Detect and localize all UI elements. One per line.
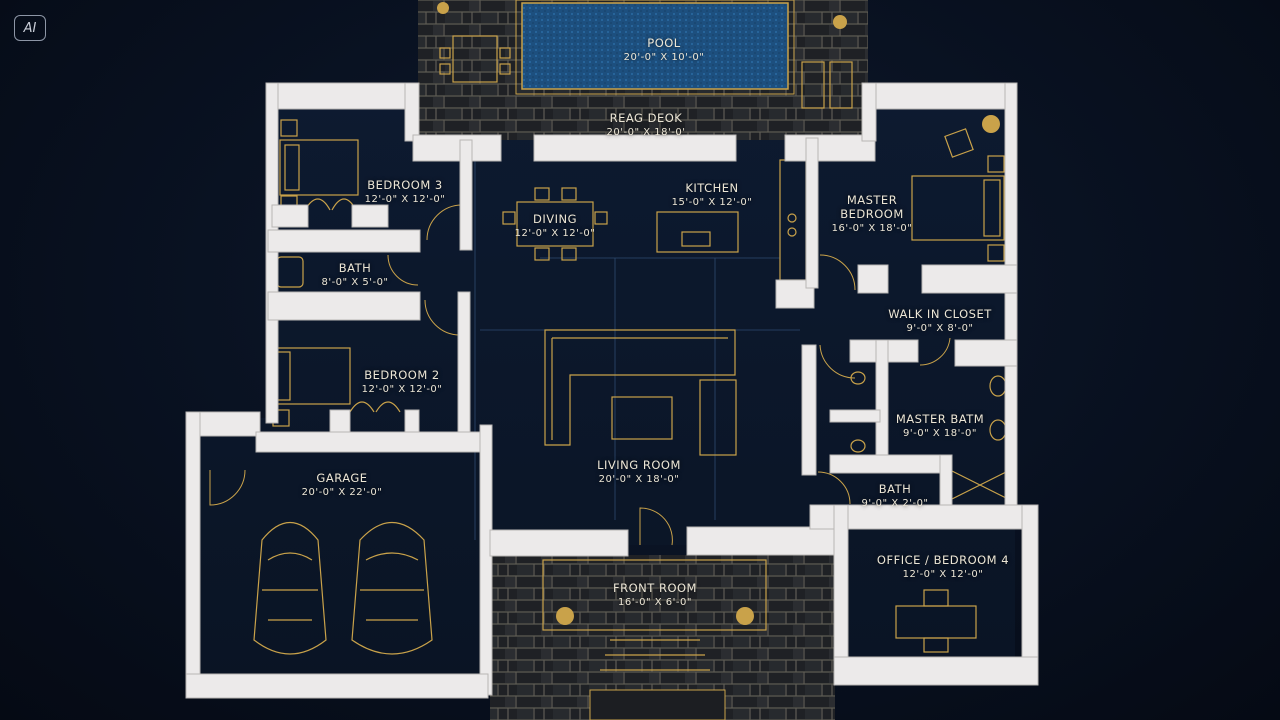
room-name: MASTER BEDROOM — [840, 193, 904, 221]
room-label-front: FRONT ROOM 16'-0" X 6'-0" — [595, 581, 715, 608]
room-dims: 8'-0" X 5'-0" — [321, 277, 389, 288]
entry-path — [589, 689, 726, 720]
room-name: BEDROOM 2 — [364, 368, 440, 382]
room-dims: 9'-0" X 8'-0" — [906, 323, 974, 334]
closet-doors-bedroom2 — [349, 401, 401, 413]
entry-steps — [600, 639, 710, 671]
ai-badge: AI — [14, 15, 46, 41]
room-label-bedroom3: BEDROOM 3 12'-0" X 12'-0" — [345, 178, 465, 205]
plant-icon — [736, 607, 754, 625]
room-label-living: LIVING ROOM 20'-0" X 18'-0" — [579, 458, 699, 485]
front-room-rug — [542, 559, 767, 631]
plant-icon — [437, 2, 449, 14]
room-label-pool: POOL 20'-0" X 10'-0" — [600, 36, 728, 63]
walls — [185, 82, 1039, 699]
room-name: GARAGE — [316, 471, 368, 485]
office-desk — [895, 589, 977, 653]
room-name: OFFICE / BEDROOM 4 — [876, 553, 1010, 567]
dining-table — [502, 187, 608, 261]
blueprint-guides — [474, 150, 800, 540]
room-name: REAG DEOK — [609, 111, 683, 125]
room-dims: 16'-0" X 18'-0" — [831, 223, 913, 234]
lounge-chairs — [801, 61, 853, 109]
room-label-bedroom2: BEDROOM 2 12'-0" X 12'-0" — [342, 368, 462, 395]
room-dims: 16'-0" X 6'-0" — [618, 597, 692, 608]
room-dims: 20'-0" X 18'-0" — [598, 474, 680, 485]
plant-icon — [556, 607, 574, 625]
room-name: POOL — [647, 36, 681, 50]
room-dims: 15'-0" X 12'-0" — [671, 197, 753, 208]
patio-table — [439, 35, 511, 83]
car-right — [351, 521, 433, 655]
pool-water — [521, 2, 789, 90]
room-label-bath1: BATH 8'-0" X 5'-0" — [310, 261, 400, 288]
room-dims: 12'-0" X 12'-0" — [364, 194, 446, 205]
room-name: WALK IN CLOSET — [888, 307, 992, 321]
room-label-closet: WALK IN CLOSET 9'-0" X 8'-0" — [880, 307, 1000, 334]
room-dims: 12'-0" X 12'-0" — [514, 228, 596, 239]
door-swings — [209, 204, 951, 546]
car-left — [253, 522, 327, 655]
room-name: LIVING ROOM — [597, 458, 681, 472]
room-label-deck: REAG DEOK 20'-0" X 18'-0' — [580, 111, 712, 138]
room-dims: 12'-0" X 12'-0" — [361, 384, 443, 395]
room-label-bath2: BATH 9'-0" X 2'-0" — [852, 482, 938, 509]
room-dims: 9'-0" X 18'-0" — [903, 428, 977, 439]
room-dims: 20'-0" X 10'-0" — [623, 52, 705, 63]
room-label-kitchen: KITCHEN 15'-0" X 12'-0" — [652, 181, 772, 208]
sectional-sofa — [544, 329, 737, 456]
bed-master — [911, 128, 1005, 262]
room-label-master: MASTER BEDROOM 16'-0" X 18'-0" — [828, 193, 916, 234]
room-name: KITCHEN — [685, 181, 739, 195]
plant-icon — [982, 115, 1000, 133]
room-dims: 12'-0" X 12'-0" — [902, 569, 984, 580]
room-label-garage: GARAGE 20'-0" X 22'-0" — [282, 471, 402, 498]
room-name: BEDROOM 3 — [367, 178, 443, 192]
room-name: BATH — [338, 261, 372, 275]
room-name: FRONT ROOM — [613, 581, 697, 595]
room-dims: 20'-0" X 18'-0' — [606, 127, 686, 138]
room-dims: 9'-0" X 2'-0" — [861, 498, 929, 509]
room-name: MASTER BATM — [895, 412, 985, 426]
room-label-dining: DIVING 12'-0" X 12'-0" — [505, 212, 605, 239]
room-name: BATH — [878, 482, 912, 496]
plant-icon — [833, 15, 847, 29]
room-name: DIVING — [532, 212, 578, 226]
room-label-office: OFFICE / BEDROOM 4 12'-0" X 12'-0" — [868, 553, 1018, 580]
room-label-masterbath: MASTER BATM 9'-0" X 18'-0" — [884, 412, 996, 439]
room-dims: 20'-0" X 22'-0" — [301, 487, 383, 498]
